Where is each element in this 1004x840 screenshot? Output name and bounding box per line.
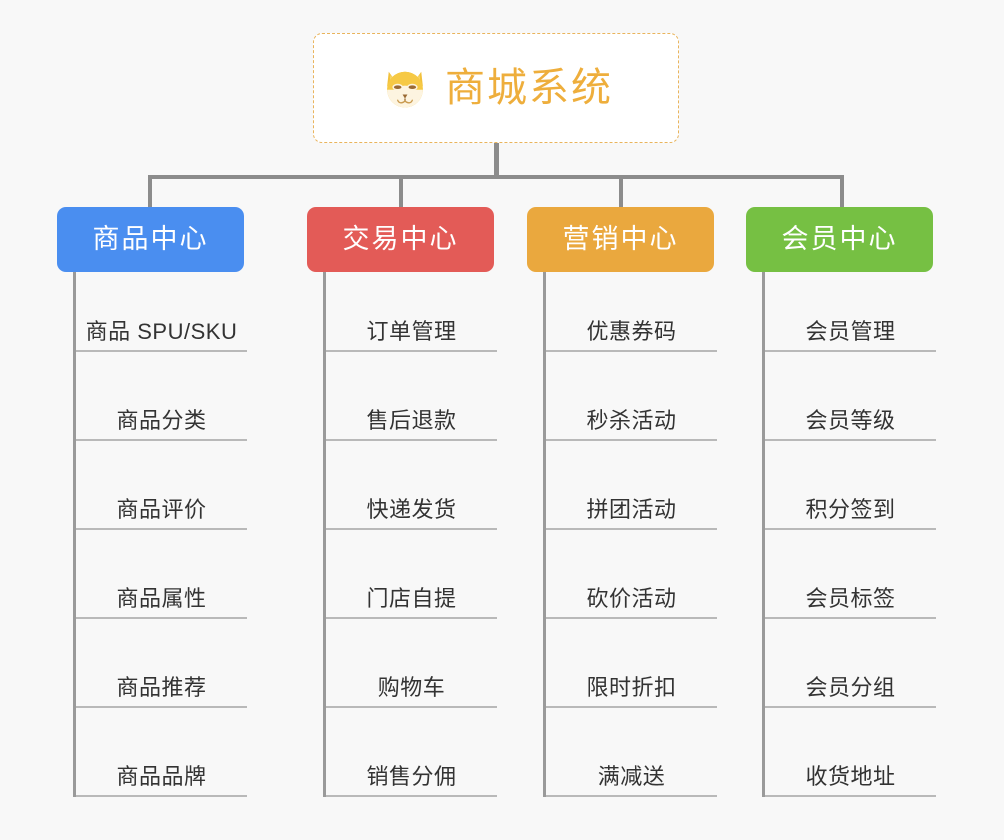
connector-drop-trade-center bbox=[399, 175, 403, 208]
column-marketing-center: 营销中心 优惠券码 秒杀活动 拼团活动 砍价活动 限时折扣 满减送 bbox=[527, 207, 717, 797]
list-item[interactable]: 订单管理 bbox=[326, 272, 497, 352]
leaf-list-product-center: 商品 SPU/SKU 商品分类 商品评价 商品属性 商品推荐 商品品牌 bbox=[73, 272, 247, 797]
category-title: 会员中心 bbox=[781, 224, 898, 254]
leaf-label: 购物车 bbox=[377, 674, 446, 700]
list-item[interactable]: 购物车 bbox=[326, 619, 497, 708]
leaf-label: 优惠券码 bbox=[586, 318, 677, 344]
leaf-label: 销售分佣 bbox=[366, 763, 457, 789]
leaf-label: 限时折扣 bbox=[586, 674, 677, 700]
connector-drop-marketing-center bbox=[619, 175, 623, 208]
connector-horizontal-bus bbox=[148, 175, 844, 179]
leaf-list-marketing-center: 优惠券码 秒杀活动 拼团活动 砍价活动 限时折扣 满减送 bbox=[543, 272, 717, 797]
connector-root-stem bbox=[494, 143, 499, 178]
category-title: 营销中心 bbox=[562, 224, 679, 254]
list-item[interactable]: 商品分类 bbox=[76, 352, 247, 441]
list-item[interactable]: 商品推荐 bbox=[76, 619, 247, 708]
leaf-label: 商品评价 bbox=[116, 496, 207, 522]
list-item[interactable]: 快递发货 bbox=[326, 441, 497, 530]
leaf-label: 砍价活动 bbox=[586, 585, 677, 611]
root-node-mall-system[interactable]: 商城系统 bbox=[313, 33, 679, 143]
category-header-member-center[interactable]: 会员中心 bbox=[746, 207, 933, 272]
column-product-center: 商品中心 商品 SPU/SKU 商品分类 商品评价 商品属性 商品推荐 商品品牌 bbox=[57, 207, 247, 797]
list-item[interactable]: 门店自提 bbox=[326, 530, 497, 619]
leaf-label: 会员分组 bbox=[805, 674, 896, 700]
list-item[interactable]: 会员管理 bbox=[765, 272, 936, 352]
list-item[interactable]: 售后退款 bbox=[326, 352, 497, 441]
leaf-label: 门店自提 bbox=[366, 585, 457, 611]
list-item[interactable]: 会员标签 bbox=[765, 530, 936, 619]
leaf-label: 满减送 bbox=[597, 763, 666, 789]
leaf-label: 商品品牌 bbox=[116, 763, 207, 789]
leaf-label: 会员等级 bbox=[805, 407, 896, 433]
leaf-label: 秒杀活动 bbox=[586, 407, 677, 433]
list-item[interactable]: 优惠券码 bbox=[546, 272, 717, 352]
shiba-dog-icon bbox=[387, 71, 423, 108]
leaf-list-member-center: 会员管理 会员等级 积分签到 会员标签 会员分组 收货地址 bbox=[762, 272, 936, 797]
leaf-label: 会员标签 bbox=[805, 585, 896, 611]
list-item[interactable]: 销售分佣 bbox=[326, 708, 497, 797]
leaf-label: 拼团活动 bbox=[586, 496, 677, 522]
column-trade-center: 交易中心 订单管理 售后退款 快递发货 门店自提 购物车 销售分佣 bbox=[307, 207, 497, 797]
leaf-list-trade-center: 订单管理 售后退款 快递发货 门店自提 购物车 销售分佣 bbox=[323, 272, 497, 797]
list-item[interactable]: 满减送 bbox=[546, 708, 717, 797]
leaf-label: 商品分类 bbox=[116, 407, 207, 433]
category-title: 商品中心 bbox=[92, 224, 209, 254]
list-item[interactable]: 砍价活动 bbox=[546, 530, 717, 619]
list-item[interactable]: 商品 SPU/SKU bbox=[76, 272, 247, 352]
category-title: 交易中心 bbox=[342, 224, 459, 254]
connector-drop-member-center bbox=[840, 175, 844, 208]
category-header-marketing-center[interactable]: 营销中心 bbox=[527, 207, 714, 272]
connector-drop-product-center bbox=[148, 175, 152, 208]
list-item[interactable]: 商品品牌 bbox=[76, 708, 247, 797]
list-item[interactable]: 商品属性 bbox=[76, 530, 247, 619]
list-item[interactable]: 商品评价 bbox=[76, 441, 247, 530]
list-item[interactable]: 秒杀活动 bbox=[546, 352, 717, 441]
list-item[interactable]: 收货地址 bbox=[765, 708, 936, 797]
leaf-label: 商品属性 bbox=[116, 585, 207, 611]
leaf-label: 积分签到 bbox=[805, 496, 896, 522]
list-item[interactable]: 限时折扣 bbox=[546, 619, 717, 708]
leaf-label: 收货地址 bbox=[805, 763, 896, 789]
leaf-label: 会员管理 bbox=[805, 318, 896, 344]
leaf-label: 售后退款 bbox=[366, 407, 457, 433]
list-item[interactable]: 会员等级 bbox=[765, 352, 936, 441]
column-member-center: 会员中心 会员管理 会员等级 积分签到 会员标签 会员分组 收货地址 bbox=[746, 207, 936, 797]
category-header-product-center[interactable]: 商品中心 bbox=[57, 207, 244, 272]
list-item[interactable]: 拼团活动 bbox=[546, 441, 717, 530]
list-item[interactable]: 会员分组 bbox=[765, 619, 936, 708]
list-item[interactable]: 积分签到 bbox=[765, 441, 936, 530]
category-header-trade-center[interactable]: 交易中心 bbox=[307, 207, 494, 272]
leaf-label: 快递发货 bbox=[366, 496, 457, 522]
leaf-label: 商品 SPU/SKU bbox=[85, 318, 238, 344]
leaf-label: 商品推荐 bbox=[116, 674, 207, 700]
root-title: 商城系统 bbox=[445, 66, 613, 110]
leaf-label: 订单管理 bbox=[366, 318, 457, 344]
